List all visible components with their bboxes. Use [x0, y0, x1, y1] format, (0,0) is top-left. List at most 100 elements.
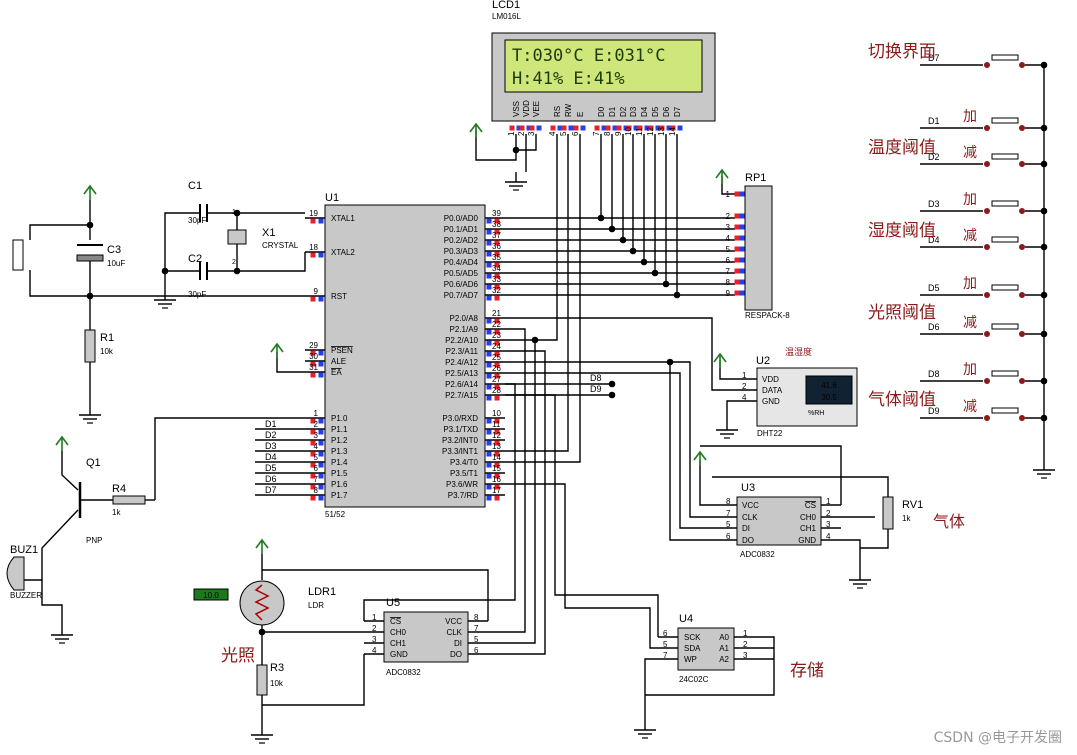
- pin-marker: [573, 125, 579, 131]
- button-sub-label: 加: [963, 362, 977, 378]
- pin-marker: [516, 125, 522, 131]
- mcu-pin-number: 8: [314, 486, 319, 495]
- adc-light-pin-number: 8: [474, 613, 479, 622]
- pin-marker: [739, 224, 745, 230]
- dht22-data-wire: [505, 317, 737, 391]
- dht22-hum: 30.5: [821, 393, 837, 402]
- pin-marker: [486, 240, 492, 246]
- adc-light-pin-label: DO: [450, 650, 462, 659]
- buzzer-drive-wire: [154, 417, 305, 500]
- eeprom-pin-number: 1: [743, 629, 748, 638]
- button-group-label: 切换界面: [868, 42, 936, 62]
- mcu-pin-label: P2.6/A14: [445, 380, 478, 389]
- pin-marker: [494, 451, 500, 457]
- pin-marker: [486, 451, 492, 457]
- pushbutton: [991, 200, 1019, 207]
- pin-marker: [318, 361, 324, 367]
- junction-dot: [512, 146, 520, 154]
- mcu-pin-label: P2.0/A8: [450, 314, 479, 323]
- mcu-ref: U1: [325, 192, 339, 204]
- pin-marker: [310, 418, 316, 424]
- mcu-pin-label: P3.1/TXD: [443, 425, 478, 434]
- mcu-pin-label: P3.6/WR: [446, 480, 478, 489]
- r4-val: 1k: [112, 508, 121, 517]
- mcu-pin-number: 4: [314, 442, 319, 451]
- button-sub-label: 加: [963, 192, 977, 208]
- pin-marker: [494, 251, 500, 257]
- eeprom-wp-wire: [644, 658, 658, 720]
- pin-marker: [739, 235, 745, 241]
- eeprom-sda-wire: [505, 483, 658, 649]
- pin-marker: [550, 125, 556, 131]
- pushbutton: [991, 153, 1019, 160]
- lcd-pin-label: RS: [553, 106, 562, 117]
- dht22-note: 温湿度: [785, 346, 812, 358]
- adc-gas-body: [736, 496, 822, 546]
- lcd-pin-label: D1: [608, 106, 617, 117]
- mcu-pin-number: 17: [492, 486, 501, 495]
- pin-marker: [633, 125, 639, 131]
- c1-ref: C1: [188, 180, 202, 192]
- ldr-meter-value: 10.0: [203, 591, 219, 600]
- rv1-wire: [712, 476, 889, 497]
- mcu-pin-label: P3.0/RXD: [442, 414, 478, 423]
- adc-light-pin-number: 1: [372, 613, 377, 622]
- lcd-screen: [504, 39, 703, 93]
- adc-light-di-wire: [488, 340, 536, 644]
- pin-marker: [494, 351, 500, 357]
- pin-marker: [739, 257, 745, 263]
- lcd-pin-label: VDD: [522, 100, 531, 117]
- mcu-pin-label: ALE: [331, 357, 346, 366]
- mcu-pin-label: P3.4/T0: [450, 458, 479, 467]
- mcu-pin-number: 19: [309, 209, 318, 218]
- pin-marker: [310, 296, 316, 302]
- button-group-label: 光照阈值: [868, 303, 936, 323]
- p2-net-label: D8: [590, 373, 602, 383]
- pin-marker: [486, 218, 492, 224]
- pin-marker: [568, 125, 574, 131]
- respack-pin-number: 6: [726, 256, 731, 265]
- pin-marker: [494, 495, 500, 501]
- pin-marker: [734, 235, 740, 241]
- pin-marker: [644, 125, 650, 131]
- pin-marker: [509, 125, 515, 131]
- eeprom-pin-label: WP: [684, 655, 697, 664]
- buzzer-wire: [24, 579, 63, 625]
- dht22-part: DHT22: [757, 429, 783, 438]
- button-contact: [1019, 415, 1025, 421]
- button-sub-label: 减: [963, 228, 977, 244]
- mcu-pin-label: P1.2: [331, 436, 348, 445]
- mcu-pin-label: XTAL2: [331, 248, 355, 257]
- button-wire: [29, 224, 90, 240]
- q1-emitter-wire: [61, 451, 79, 491]
- r3-body: [256, 664, 268, 696]
- adc-light-pin-label: VCC: [445, 617, 462, 626]
- button-contact: [984, 378, 990, 384]
- lcd-line1: T:030°C E:031°C: [512, 46, 666, 66]
- button-net-label: D6: [928, 322, 940, 332]
- lcd-pin-number: 14: [668, 127, 677, 136]
- mcu-pin-label: P2.4/A12: [445, 358, 478, 367]
- pin-marker: [526, 125, 532, 131]
- pin-marker: [486, 295, 492, 301]
- mcu-pin-number: 22: [492, 320, 501, 329]
- dht22-display: [805, 375, 853, 405]
- adc-light-body: [383, 611, 469, 663]
- button-sub-label: 加: [963, 109, 977, 125]
- adc-light-pin-number: 3: [372, 635, 377, 644]
- respack-pin-number: 9: [726, 289, 731, 298]
- p2-net-label: D9: [590, 384, 602, 394]
- r1-ref: R1: [100, 332, 114, 344]
- junction-dot: [608, 380, 616, 388]
- lcd-pin-number: 1: [507, 131, 516, 136]
- pin-marker: [666, 125, 672, 131]
- button-net-label: D5: [928, 283, 940, 293]
- buzzer-part: BUZZER: [10, 591, 42, 600]
- respack-body: [744, 185, 773, 311]
- lcd-pin-number: 12: [646, 127, 655, 136]
- eeprom-pin-label: A0: [719, 633, 729, 642]
- label-storage: 存储: [790, 661, 824, 681]
- pin-marker: [318, 473, 324, 479]
- pin-marker: [734, 290, 740, 296]
- pin-marker: [486, 351, 492, 357]
